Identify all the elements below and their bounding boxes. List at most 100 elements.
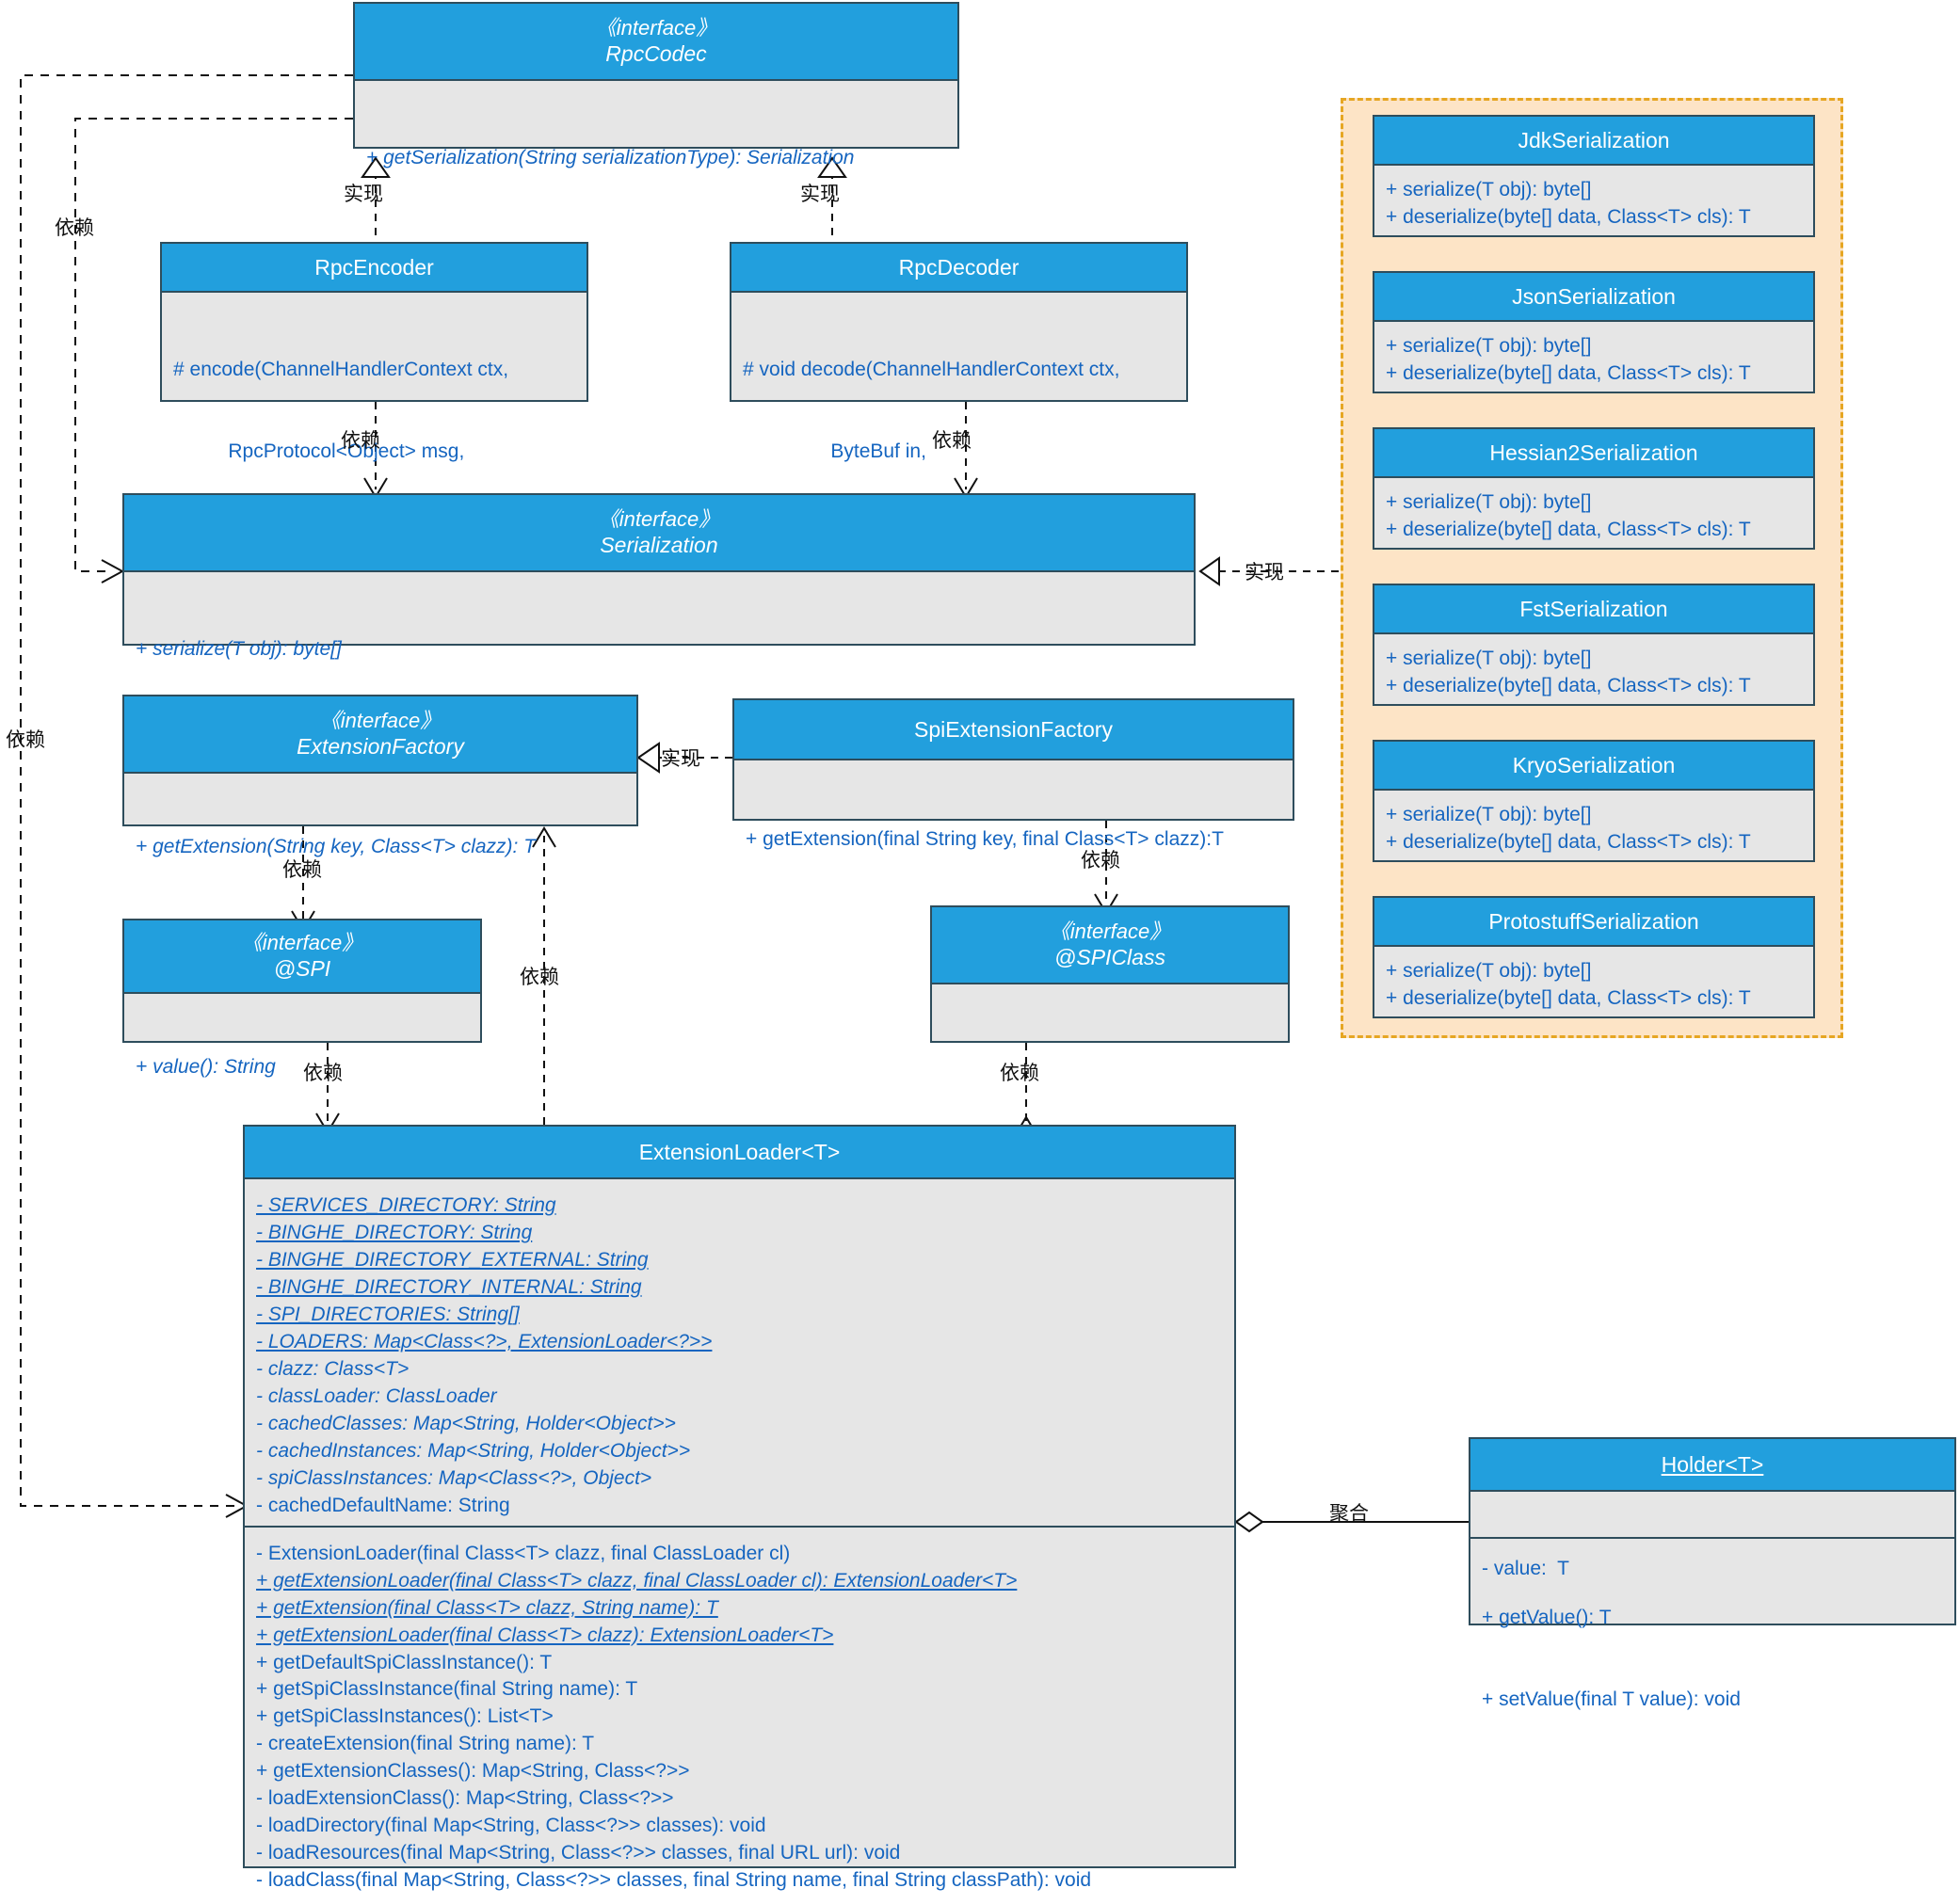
method-line: - loadExtensionClass(): Map<String, Clas… [256, 1787, 674, 1810]
field-line: - cachedDefaultName: String [256, 1494, 510, 1516]
class-box-fstserialization[interactable]: FstSerialization+ serialize(T obj): byte… [1373, 584, 1815, 706]
class-header-spi-class: 《interface》 @SPIClass [932, 907, 1288, 984]
edge-label-serialization-impls-realize: 实现 [1245, 562, 1284, 584]
class-name-label: JsonSerialization [1512, 283, 1676, 309]
field-line: - spiClassInstances: Map<Class<?>, Objec… [256, 1466, 652, 1489]
stereotype-label: 《interface》 [241, 930, 363, 954]
class-header-jsonserialization: JsonSerialization [1374, 273, 1813, 322]
method-line: + setValue(final T value): void [1482, 1688, 1741, 1710]
method-line: + deserialize(byte[] data, Class<T> cls)… [1386, 518, 1751, 540]
class-methods-kryoserialization: + serialize(T obj): byte[] + deserialize(… [1374, 791, 1813, 860]
method-line: + getValue(): T [1482, 1606, 1612, 1628]
class-name-label: RpcDecoder [898, 254, 1020, 280]
class-name-label: @SPI [273, 956, 331, 982]
class-header-extension-factory: 《interface》 ExtensionFactory [124, 696, 636, 774]
serialization-impl-group-frame [1341, 98, 1843, 1038]
method-line: - ExtensionLoader(final Class<T> clazz, … [256, 1542, 791, 1564]
class-box-rpc-encoder[interactable]: RpcEncoder # encode(ChannelHandlerContex… [160, 242, 588, 544]
class-header-spi-extension-factory: SpiExtensionFactory [734, 700, 1293, 760]
class-header-hessian2serialization: Hessian2Serialization [1374, 429, 1813, 478]
class-name-label: SpiExtensionFactory [914, 716, 1113, 742]
class-box-protostuffserialization[interactable]: ProtostuffSerialization + serialize(T obj… [1373, 896, 1815, 1018]
method-line: + deserialize(byte[] data, Class<T> cls)… [1386, 205, 1751, 228]
class-header-spi: 《interface》 @SPI [124, 920, 480, 994]
class-methods-rpc-codec: + getSerialization(String serializationT… [355, 81, 957, 168]
method-line: ByteBuf in, [743, 440, 926, 462]
class-box-spi-extension-factory[interactable]: SpiExtensionFactory + getExtension(final… [732, 698, 1294, 850]
method-line: + getExtension(final String key, final C… [746, 827, 1224, 850]
method-line: - loadClass(final Map<String, Class<?>> … [256, 1869, 1092, 1892]
method-line: # encode(ChannelHandlerContext ctx, [173, 358, 509, 380]
method-line: + deserialize(byte[] data, Class<T> cls)… [1386, 674, 1751, 696]
edge-label-loader-depends-left: 依赖 [6, 729, 45, 751]
class-header-rpc-codec: 《interface》 RpcCodec [355, 4, 957, 81]
edge-label-spiextensionfactory-realizes: 实现 [661, 748, 700, 770]
method-line: + serialize(T obj): byte[] [1386, 491, 1592, 513]
method-line: + serialize(T obj): byte[] [1386, 335, 1592, 357]
class-box-extension-factory[interactable]: 《interface》 ExtensionFactory + getExtens… [122, 695, 638, 857]
stereotype-label: 《interface》 [319, 708, 442, 732]
class-name-label: Hessian2Serialization [1489, 440, 1698, 465]
class-box-jdkserialization[interactable]: JdkSerialization + serialize(T obj): byte… [1373, 115, 1815, 237]
class-methods-rpc-decoder: # void decode(ChannelHandlerContext ctx,… [731, 293, 1186, 544]
class-methods-protostuffserialization: + serialize(T obj): byte[]+ deserialize(… [1374, 947, 1813, 1016]
class-name-label: ExtensionFactory [297, 734, 464, 760]
method-line: + getDefaultSpiClassInstance(): T [256, 1651, 553, 1673]
edge-label-encoder-depends-serialization: 依赖 [341, 430, 380, 452]
class-box-hessian2serialization[interactable]: Hessian2Serialization + serialize(T obj):… [1373, 427, 1815, 550]
class-box-rpc-codec[interactable]: 《interface》 RpcCodec + getSerialization(… [353, 2, 959, 168]
class-name-label: RpcCodec [605, 41, 707, 67]
edge-label-spi-depends-extensionloader: 依赖 [303, 1063, 343, 1084]
class-box-jsonserialization[interactable]: JsonSerialization + serialize(T obj): byt… [1373, 271, 1815, 393]
class-box-kryoserialization[interactable]: KryoSerialization+ serialize(T obj): byt… [1373, 740, 1815, 862]
field-line: - BINGHE_DIRECTORY_EXTERNAL: String [256, 1248, 649, 1271]
method-line: + getExtensionClasses(): Map<String, Cla… [256, 1760, 690, 1783]
class-name-label: ExtensionLoader<T> [638, 1139, 841, 1164]
edge-label-spiclass-depends-extensionloader: 依赖 [1000, 1063, 1039, 1084]
field-line: - cachedInstances: Map<String, Holder<Ob… [256, 1439, 691, 1462]
method-line: + getExtensionLoader(final Class<T> claz… [256, 1624, 834, 1646]
edge-label-extensionfactory-depends-spi: 依赖 [282, 859, 322, 881]
class-header-kryoserialization: KryoSerialization [1374, 742, 1813, 791]
class-header-serialization: 《interface》 Serialization [124, 495, 1194, 572]
class-name-label: ProtostuffSerialization [1488, 908, 1699, 934]
method-line: + getExtensionLoader(final Class<T> claz… [256, 1569, 1018, 1592]
method-line: + deserialize(byte[] data, Class<T> cls)… [1386, 361, 1751, 384]
method-line: + serialize(T obj): byte[] [1386, 179, 1592, 200]
method-line: + getSerialization(String serializationT… [366, 146, 855, 168]
field-line: - SPI_DIRECTORIES: String[] [256, 1303, 520, 1325]
method-line: - loadDirectory(final Map<String, Class<… [256, 1815, 766, 1837]
edge-label-spiextensionfactory-depends-spiclass: 依赖 [1081, 850, 1120, 872]
class-box-spi-class[interactable]: 《interface》 @SPIClass [930, 905, 1290, 1043]
class-name-label: JdkSerialization [1518, 127, 1670, 152]
class-methods-jdkserialization: + serialize(T obj): byte[] + deserialize(… [1374, 166, 1813, 235]
stereotype-label: 《interface》 [595, 15, 717, 40]
method-line: + deserialize(byte[] data, Class<T> cls)… [1386, 830, 1751, 853]
edge-label-decoder-depends-serialization: 依赖 [932, 430, 972, 452]
field-line: - LOADERS: Map<Class<?>, ExtensionLoader… [256, 1330, 713, 1352]
class-name-label: Serialization [600, 533, 718, 558]
method-line: + serialize(T obj): byte[] [1386, 804, 1592, 825]
class-fields-extension-loader: - SERVICES_DIRECTORY: String- BINGHE_DIR… [245, 1179, 1234, 1526]
class-methods-hessian2serialization: + serialize(T obj): byte[] + deserialize(… [1374, 478, 1813, 548]
class-box-spi[interactable]: 《interface》 @SPI + value(): String [122, 919, 482, 1078]
field-line: - BINGHE_DIRECTORY: String [256, 1221, 533, 1243]
stereotype-label: 《interface》 [1049, 919, 1171, 943]
class-methods-rpc-encoder: # encode(ChannelHandlerContext ctx, RpcP… [162, 293, 586, 544]
class-box-serialization[interactable]: 《interface》 Serialization + serialize(T … [122, 493, 1196, 742]
method-line: + getSpiClassInstances(): List<T> [256, 1705, 554, 1728]
edge-label-extensionloader-aggregates-holder: 聚合 [1329, 1503, 1369, 1525]
field-line: - value: T [1482, 1557, 1569, 1579]
class-methods-spi-class [932, 984, 1288, 1041]
class-box-extension-loader[interactable]: ExtensionLoader<T> - SERVICES_DIRECTORY:… [243, 1125, 1236, 1891]
class-methods-spi: + value(): String [124, 994, 480, 1078]
class-header-holder: Holder<T> [1470, 1439, 1954, 1492]
edge-label-extensionloader-depends-extensionfactory: 依赖 [520, 967, 559, 988]
class-box-rpc-decoder[interactable]: RpcDecoder # void decode(ChannelHandlerC… [730, 242, 1188, 544]
class-box-holder[interactable]: Holder<T> - value: T + getValue(): T + s… [1469, 1437, 1956, 1710]
method-line: + getExtension(final Class<T> clazz, Str… [256, 1596, 718, 1619]
method-line: + serialize(T obj): byte[] [1386, 960, 1592, 982]
class-methods-holder: + getValue(): T + setValue(final T value… [1470, 1537, 1954, 1710]
class-methods-extension-factory: + getExtension(String key, Class<T> claz… [124, 774, 636, 857]
class-header-rpc-encoder: RpcEncoder [162, 244, 586, 293]
